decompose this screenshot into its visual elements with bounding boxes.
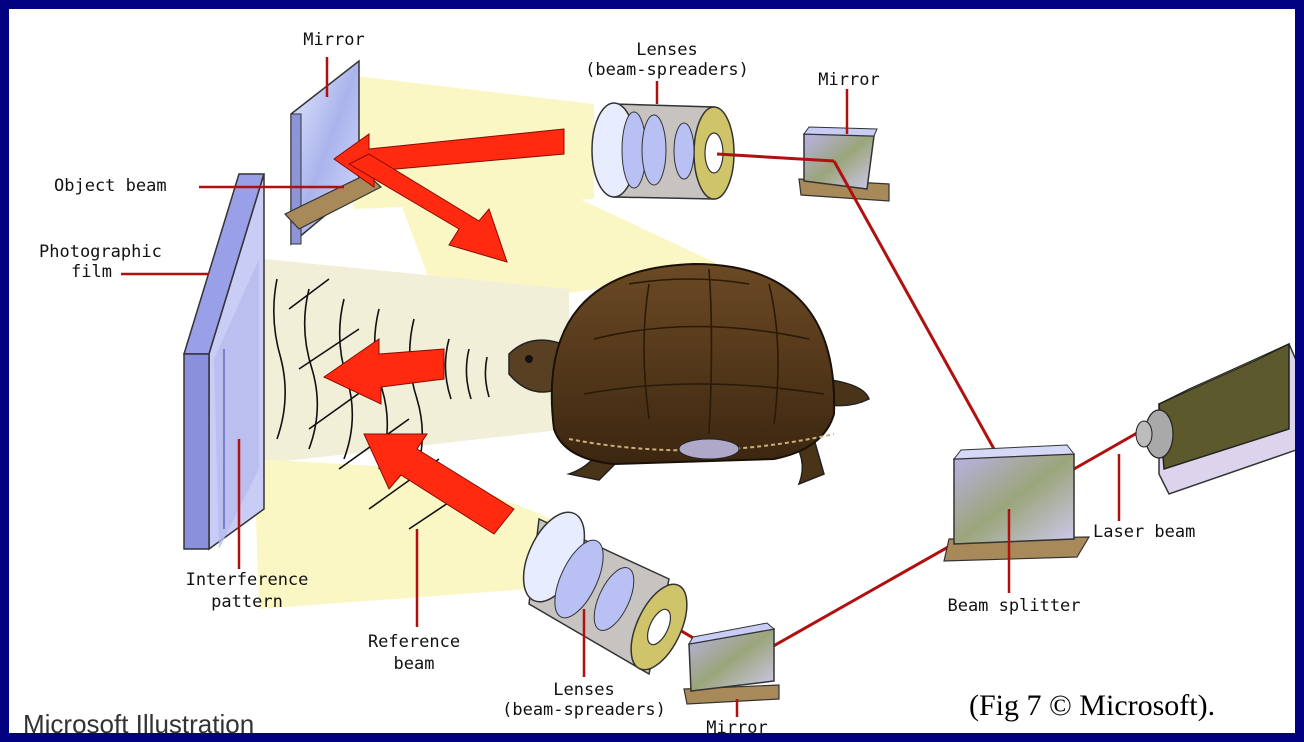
label-reference-line1: Reference <box>367 632 461 652</box>
label-lenses-top-line2: (beam-spreaders) <box>585 60 749 80</box>
beam-splitter <box>943 444 1091 562</box>
leader-lines <box>121 57 1121 717</box>
laser <box>1135 342 1295 495</box>
label-mirror-top-left: Mirror <box>303 30 365 50</box>
figure-caption: (Fig 7 © Microsoft). <box>969 689 1216 722</box>
arrow-turtle-to-film <box>323 338 445 405</box>
label-interference-line1: Interference <box>185 570 309 590</box>
turtle <box>508 262 870 486</box>
label-lenses-bottom-line2: (beam-spreaders) <box>502 700 666 720</box>
mirror-bottom <box>683 622 780 705</box>
arrow-lens-to-mirror <box>333 128 565 188</box>
arrow-mirror-to-turtle <box>347 153 508 263</box>
photographic-film <box>182 173 266 551</box>
label-laser-beam: Laser beam <box>1093 522 1196 542</box>
object-light-cone-to-turtle <box>369 119 729 299</box>
mirror-top-right <box>798 126 890 202</box>
beam-arrows <box>323 128 565 535</box>
credit-microsoft-illustration: Microsoft Illustration <box>23 709 255 739</box>
holography-diagram <box>121 57 1295 717</box>
label-reference-line2: beam <box>393 654 435 674</box>
lenses-top <box>591 102 735 200</box>
mirror-top-left <box>284 59 383 246</box>
label-beam-splitter: Beam splitter <box>947 596 1081 616</box>
label-interference-line2: pattern <box>211 592 283 612</box>
label-mirror-top-right: Mirror <box>818 70 880 90</box>
label-object-beam: Object beam <box>54 176 167 196</box>
arrow-reference-to-film <box>363 433 515 535</box>
label-mirror-bottom: Mirror <box>706 718 768 738</box>
label-photographic-film-line1: Photographic <box>39 242 162 262</box>
label-lenses-bottom-line1: Lenses <box>553 680 615 700</box>
label-lenses-top-line1: Lenses <box>636 40 698 60</box>
label-photographic-film-line2: film <box>71 262 112 282</box>
lenses-bottom <box>522 511 688 676</box>
